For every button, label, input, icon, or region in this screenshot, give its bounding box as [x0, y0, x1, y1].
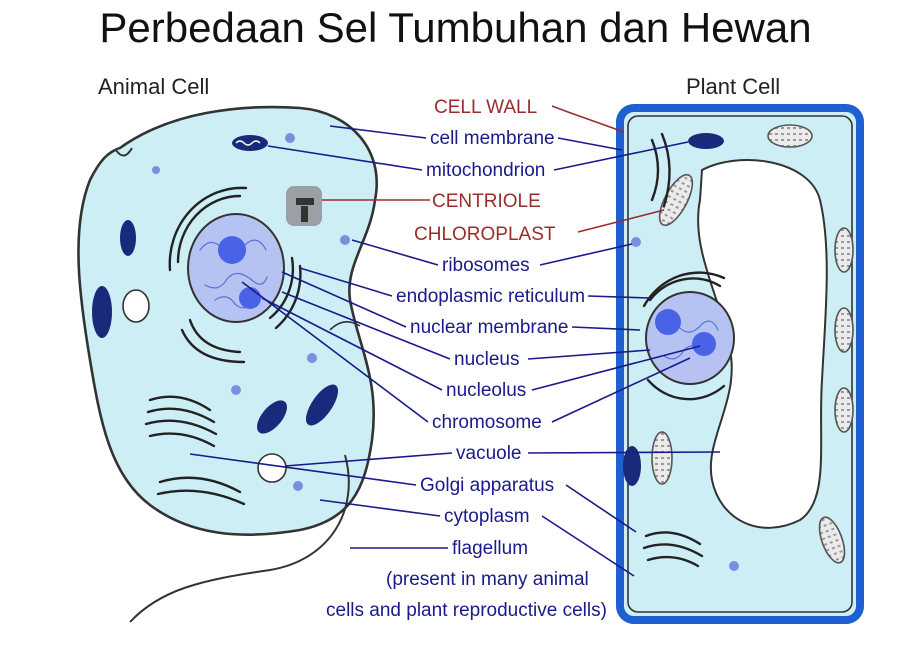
label-centriole: CENTRIOLE	[432, 191, 541, 212]
label-nuclear-membrane: nuclear membrane	[410, 317, 568, 338]
label-flagellum: flagellum	[452, 538, 528, 559]
label-mitochondrion: mitochondrion	[426, 160, 545, 181]
label-flagellum-note-1: (present in many animal	[386, 569, 589, 590]
plant-cell	[620, 108, 860, 620]
label-flagellum-note-2: cells and plant reproductive cells)	[326, 600, 607, 621]
animal-cell	[78, 107, 376, 622]
label-ribosomes: ribosomes	[442, 255, 530, 276]
animal-centriole	[286, 186, 322, 226]
animal-cell-title: Animal Cell	[98, 74, 209, 99]
label-er: endoplasmic reticulum	[396, 286, 585, 307]
label-nucleus: nucleus	[454, 349, 520, 370]
label-golgi: Golgi apparatus	[420, 475, 554, 496]
label-chromosome: chromosome	[432, 412, 542, 433]
plant-cell-title: Plant Cell	[686, 74, 780, 99]
label-chloroplast: CHLOROPLAST	[414, 224, 556, 245]
label-vacuole: vacuole	[456, 443, 522, 464]
label-nucleolus: nucleolus	[446, 380, 526, 401]
label-cell-wall: CELL WALL	[434, 97, 537, 118]
label-cytoplasm: cytoplasm	[444, 506, 530, 527]
label-cell-membrane: cell membrane	[430, 128, 555, 149]
animal-nucleus	[188, 214, 284, 322]
animal-nucleolus	[218, 236, 246, 264]
